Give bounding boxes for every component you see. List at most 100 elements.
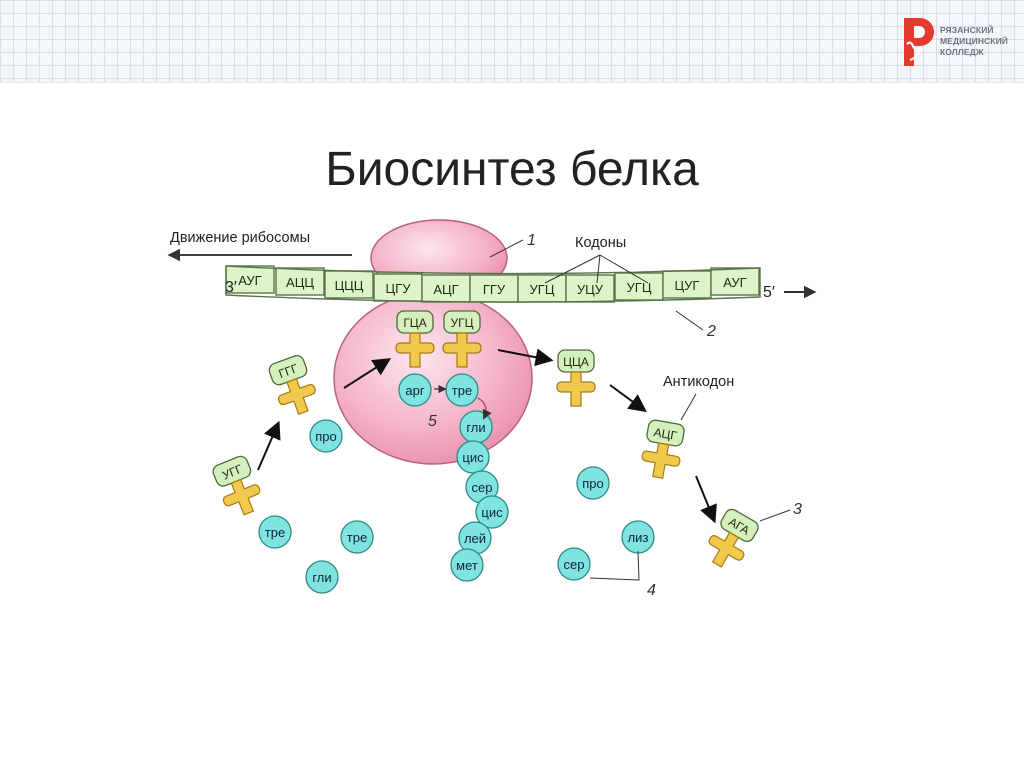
amino-acid: гли — [459, 410, 493, 444]
mrna-codon: ЦУГ — [662, 270, 712, 299]
amino-acid: сер — [557, 547, 591, 581]
mrna-codon-label: АУГ — [723, 275, 746, 290]
mrna-end-5: 5′ — [763, 284, 775, 301]
trna-anticodon-label: УГЦ — [451, 316, 474, 330]
callout-4-leader — [589, 550, 640, 581]
header-grid-band — [0, 0, 1024, 82]
mrna-codon: ГГУ — [469, 274, 519, 303]
amino-acid-label: сер — [564, 557, 585, 572]
amino-acid-label: сер — [472, 480, 493, 495]
mrna-codon-label: АУГ — [238, 273, 261, 288]
trna-p-site: ГЦА — [395, 310, 435, 368]
trna-anticodon-label: ГГГ — [277, 361, 301, 381]
mrna-codon-label: УГЦ — [530, 282, 555, 297]
amino-acid: про — [309, 419, 343, 453]
amino-acid: мет — [450, 548, 484, 582]
trna-body — [442, 332, 482, 368]
college-logo: РЯЗАНСКИЙ МЕДИЦИНСКИЙ КОЛЛЕДЖ — [898, 14, 1010, 70]
callout-1: 1 — [527, 232, 536, 249]
codons-leader — [596, 254, 601, 284]
mrna-codon: УГЦ — [614, 272, 664, 301]
amino-acid: арг — [398, 373, 432, 407]
mrna-codon-label: ГГУ — [483, 282, 506, 297]
mrna-codon: АЦЦ — [275, 267, 325, 296]
mrna-codon: УГЦ — [517, 274, 567, 303]
trna-body — [556, 371, 596, 407]
callout-3-leader — [759, 509, 791, 522]
trna-incoming-2: УГГ — [212, 455, 261, 516]
header-divider — [0, 82, 1024, 83]
amino-acid-label: цис — [462, 450, 484, 465]
logo-mark-icon — [904, 18, 934, 66]
slide-title: Биосинтез белка — [325, 143, 699, 196]
callout-5: 5 — [428, 413, 437, 430]
amino-acid-label: тре — [452, 383, 472, 398]
codons-leader — [599, 254, 649, 284]
amino-acid-label: гли — [312, 570, 331, 585]
amino-acid-label: тре — [347, 530, 367, 545]
amino-acid-label: цис — [481, 505, 503, 520]
mrna-codon-label: УГЦ — [627, 280, 652, 295]
process-arrow-icon — [343, 358, 392, 389]
logo-line-2: МЕДИЦИНСКИЙ — [940, 36, 1009, 46]
mrna-strip-border — [225, 265, 761, 303]
process-arrow-icon — [609, 384, 647, 413]
process-arrow-icon — [497, 348, 554, 367]
mrna-codon: АЦГ — [421, 274, 471, 303]
amino-acid: про — [576, 466, 610, 500]
amino-acid-label: лиз — [628, 530, 649, 545]
trna-free-1: АЦГ — [641, 419, 685, 479]
callout-2: 2 — [706, 323, 716, 340]
trna-anticodon-label: АЦГ — [653, 425, 679, 443]
amino-acid-label: тре — [265, 525, 285, 540]
amino-acid: тре — [258, 515, 292, 549]
trna-anticodon-label: ЦЦА — [563, 355, 589, 369]
amino-acid: лиз — [621, 520, 655, 554]
trna-incoming-1: ГГГ — [268, 355, 316, 415]
codons-label: Кодоны — [575, 235, 626, 251]
mrna-codon-label: ЦУГ — [675, 278, 700, 293]
trna-body — [395, 332, 435, 368]
trna-free-2: АГА — [708, 508, 759, 568]
trna-layer: ГЦА УГЦ ГГГ УГГ ЦЦА АЦГ АГА — [212, 310, 759, 568]
mrna-codon-label: АЦЦ — [286, 275, 314, 290]
trna-body — [708, 531, 745, 568]
mrna-codon-label: АЦГ — [433, 282, 458, 297]
mrna-codon: ЦГУ — [373, 273, 423, 302]
trna-body — [222, 478, 261, 516]
trna-body — [641, 442, 681, 479]
amino-acid-label: арг — [405, 383, 424, 398]
callout-4: 4 — [647, 582, 656, 599]
mrna-codon: АУГ — [710, 267, 760, 296]
amino-acid: тре — [340, 520, 374, 554]
anticodon-leader — [680, 393, 697, 421]
callout-1-leader — [489, 239, 524, 258]
trna-a-site: УГЦ — [442, 310, 482, 368]
amino-acid-layer: арг тре про тре гли цис сер цис лей мет тре гли про л… — [258, 373, 655, 594]
mrna-codon-label: УЦУ — [577, 282, 604, 297]
trna-anticodon-label: ГЦА — [403, 316, 426, 330]
amino-acid-label: мет — [456, 558, 478, 573]
logo-line-3: КОЛЛЕДЖ — [940, 47, 984, 57]
peptide-transfer-arrow-icon — [477, 397, 492, 420]
amino-acid-label: про — [315, 429, 337, 444]
mrna-codon-label: ЦЦЦ — [335, 278, 364, 293]
process-arrow-icon — [695, 475, 717, 524]
mrna-strand: АУГ АЦЦ ЦЦЦ ЦГУ АЦГ ГГУ УГЦ УЦУ УГЦ ЦУГ АУГ — [225, 265, 761, 303]
amino-acid-label: про — [582, 476, 604, 491]
mrna-end-3: 3′ — [225, 279, 237, 296]
codons-leader — [544, 254, 601, 284]
mrna-codon: ЦЦЦ — [324, 270, 374, 299]
callout-2-leader — [675, 310, 704, 331]
mrna-codon: УЦУ — [565, 274, 615, 303]
trna-body — [277, 378, 316, 415]
logo-line-1: РЯЗАНСКИЙ — [940, 25, 994, 35]
trna-leaving: ЦЦА — [556, 349, 596, 407]
amino-acid-label: лей — [464, 531, 486, 546]
process-arrow-icon — [257, 420, 281, 471]
anticodon-label: Антикодон — [663, 374, 734, 390]
amino-acid-label: гли — [466, 420, 485, 435]
amino-acid: цис — [456, 440, 490, 474]
logo-text: РЯЗАНСКИЙ МЕДИЦИНСКИЙ КОЛЛЕДЖ — [940, 25, 1008, 58]
